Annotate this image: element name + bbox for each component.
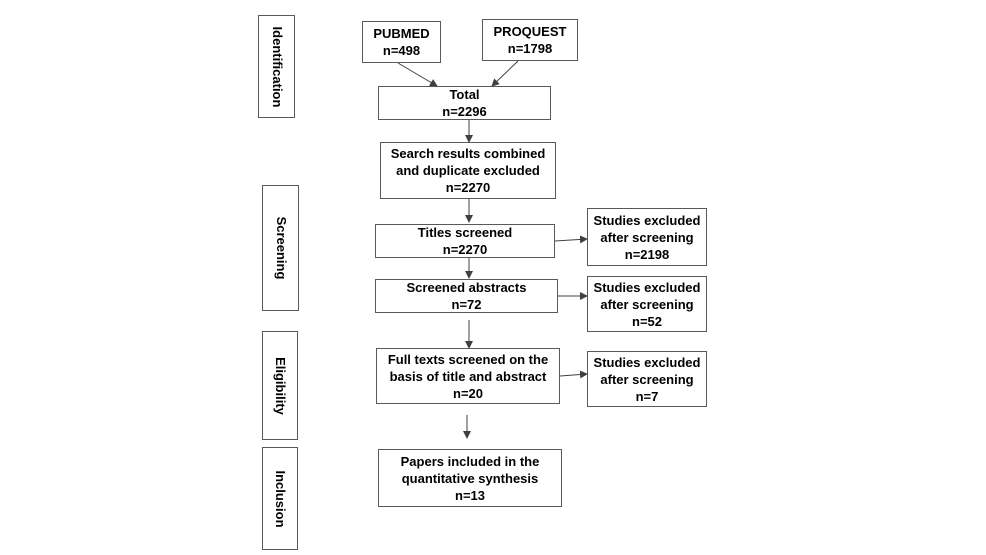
excluded-fulltexts-line1: Studies excluded [593, 354, 701, 370]
fulltexts-line1: Full texts screened on the [387, 351, 549, 367]
total-label: Total [449, 87, 480, 102]
abstracts-count: n=72 [451, 297, 482, 312]
combined-count: n=2270 [445, 180, 491, 195]
excluded-abstracts-count: n=52 [632, 313, 662, 329]
source-pubmed: PUBMED n=498 [362, 21, 441, 63]
excluded-titles-line2: after screening [600, 229, 694, 245]
excluded-titles-count: n=2198 [624, 246, 670, 262]
combined-box: Search results combined and duplicate ex… [380, 142, 556, 199]
fulltexts-line2: basis of title and abstract [389, 368, 547, 384]
source-proquest: PROQUEST n=1798 [482, 19, 578, 61]
included-count: n=13 [455, 487, 485, 503]
total-count: n=2296 [442, 104, 487, 119]
arrow-proquest-to-total [491, 60, 519, 87]
excluded-abstracts-line1: Studies excluded [593, 279, 701, 295]
included-line1: Papers included in the [400, 453, 540, 469]
arrow-titles-to-excluded [554, 235, 588, 244]
included-line2: quantitative synthesis [401, 470, 539, 486]
titles-box: Titles screened n=2270 [375, 224, 555, 258]
excluded-after-titles-box: Studies excluded after screening n=2198 [587, 208, 707, 266]
source-pubmed-count: n=498 [382, 43, 421, 58]
excluded-titles-line1: Studies excluded [593, 212, 701, 228]
arrow-pubmed-to-total [397, 62, 438, 87]
source-proquest-name: PROQUEST [493, 24, 567, 39]
source-proquest-count: n=1798 [507, 41, 553, 56]
source-pubmed-name: PUBMED [373, 26, 430, 41]
excluded-after-abstracts-box: Studies excluded after screening n=52 [587, 276, 707, 332]
included-box: Papers included in the quantitative synt… [378, 449, 562, 507]
fulltexts-box: Full texts screened on the basis of titl… [376, 348, 560, 404]
titles-label: Titles screened [417, 225, 513, 240]
combined-line1: Search results combined [390, 146, 546, 161]
fulltexts-count: n=20 [453, 385, 483, 401]
abstracts-box: Screened abstracts n=72 [375, 279, 558, 313]
titles-count: n=2270 [442, 242, 488, 257]
stage-identification: Identification [258, 15, 295, 118]
excluded-fulltexts-line2: after screening [600, 371, 694, 387]
excluded-after-fulltexts-box: Studies excluded after screening n=7 [587, 351, 707, 407]
stage-eligibility: Eligibility [262, 331, 298, 440]
arrow-fulltexts-to-excluded [559, 370, 588, 379]
stage-inclusion: Inclusion [262, 447, 298, 550]
combined-line2: and duplicate excluded [396, 163, 540, 178]
excluded-abstracts-line2: after screening [600, 296, 694, 312]
excluded-fulltexts-count: n=7 [635, 388, 659, 404]
total-box: Total n=2296 [378, 86, 551, 120]
abstracts-label: Screened abstracts [406, 280, 527, 295]
stage-screening: Screening [262, 185, 299, 311]
